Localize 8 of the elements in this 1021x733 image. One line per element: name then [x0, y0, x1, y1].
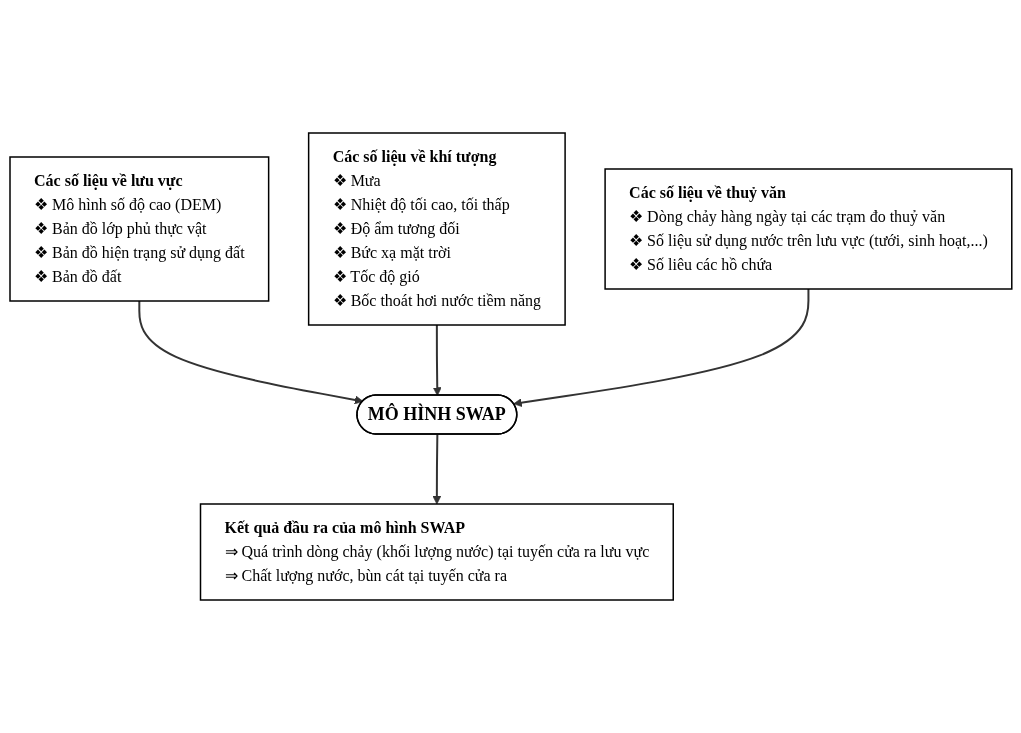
node-box: Kết quả đầu ra của mô hình SWAP ⇒ Quá trình dòng chảy (khối lượng nước) tại tuyến cửa ra lưu vực ⇒ Chất lượng nước, bùn cát tại tuyến cửa ra: [199, 503, 674, 601]
arrow: [432, 324, 442, 396]
arrow: [432, 433, 441, 505]
node-box: Các số liệu về khí tượng ❖ Mưa ❖ Nhiệt độ tối cao, tối thấp ❖ Độ ẩm tương đối ❖ Bức xạ mặt trời ❖ Tốc độ gió ❖ Bốc thoát hơi nước tiềm năng: [307, 132, 566, 326]
arrow: [512, 288, 810, 407]
node-box: Các số liệu về lưu vực ❖ Mô hình số độ cao (DEM) ❖ Bản đồ lớp phủ thực vật ❖ Bản đồ hiện trạng sử dụng đất ❖ Bản đồ đất: [8, 156, 269, 302]
node-box: Các số liệu về thuỷ văn ❖ Dòng chảy hàng ngày tại các trạm đo thuỷ văn ❖ Số liệu sử dụng nước trên lưu vực (tưới, sinh hoạt,...) ❖ Số liêu các hồ chứa: [603, 168, 1013, 290]
arrow: [137, 300, 364, 405]
